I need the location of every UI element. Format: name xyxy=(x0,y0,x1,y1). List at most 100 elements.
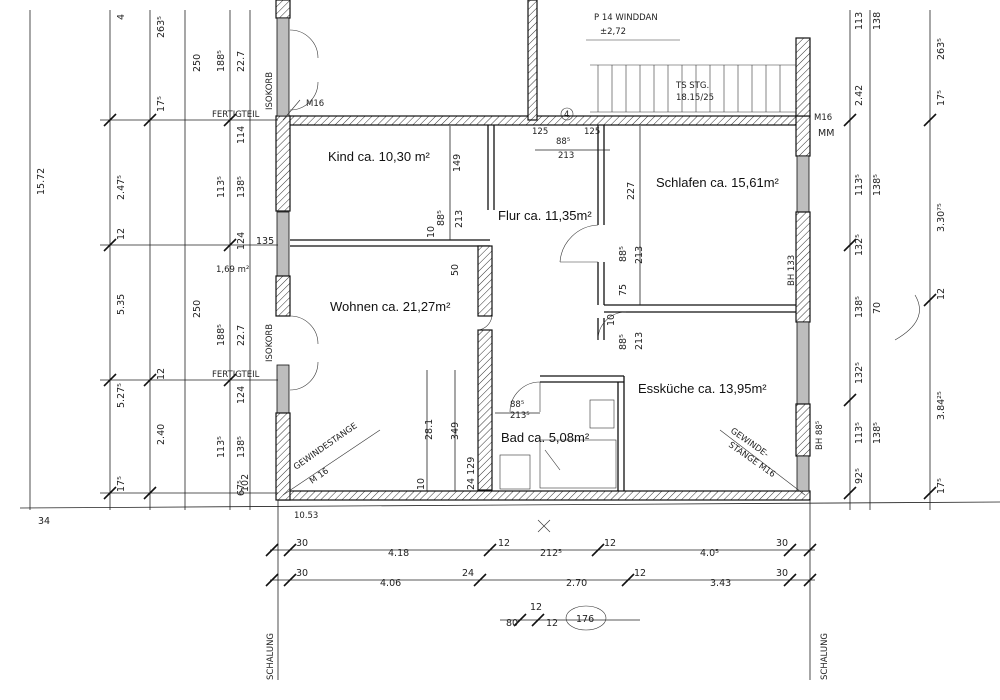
dim-label: 10 xyxy=(416,478,427,490)
dim-label: 88⁵ xyxy=(618,334,629,350)
dim-label: 88⁵ xyxy=(556,137,570,147)
dim-label: 50 xyxy=(450,264,461,276)
dim-label: 125 xyxy=(532,127,548,137)
room-labels: Kind ca. 10,30 m² Schlafen ca. 15,61m² F… xyxy=(328,149,780,445)
dim-label: 212⁵ xyxy=(540,548,562,559)
dim-label: 17⁵ xyxy=(936,478,947,494)
room-label-schlafen: Schlafen ca. 15,61m² xyxy=(656,175,780,190)
doors xyxy=(289,29,627,413)
note-bath-dims2: 213⁵ xyxy=(510,411,530,421)
dim-label: 213 xyxy=(634,246,645,264)
dim-label: 17⁵ xyxy=(116,476,127,492)
dim-label: 213 xyxy=(634,332,645,350)
dim-label: 149 xyxy=(452,154,463,172)
dim-label: 263⁵ xyxy=(936,38,947,60)
right-dimension-text: 113 138 263⁵ 2.42 17⁵ 113⁵ 138⁵ 132⁵ 3.3… xyxy=(854,12,947,494)
note-m16-top-right: M16 xyxy=(814,113,832,123)
window-right-kueche xyxy=(796,321,810,405)
dim-label: 4.06 xyxy=(380,578,401,589)
dimension-circle-176 xyxy=(565,605,607,631)
dim-label: 67⁵ xyxy=(236,480,247,496)
dim-label: 4.0⁵ xyxy=(700,548,719,559)
dim-label: 113⁵ xyxy=(854,422,865,444)
dim-label: 2.40 xyxy=(156,424,167,445)
dim-label: 10 xyxy=(606,314,617,326)
note-isokorb-top: ISOKORB xyxy=(265,72,275,110)
note-signature: MM xyxy=(818,128,834,139)
dim-label: 3.43 xyxy=(710,578,731,589)
staircase xyxy=(586,39,796,113)
dim-label: 75 xyxy=(618,284,629,296)
anchor-lines xyxy=(282,99,806,496)
note-stair-1: TS STG. xyxy=(675,81,709,91)
dim-label: 12 xyxy=(936,288,947,300)
dim-label: 80 xyxy=(506,618,518,629)
dim-label: 70 xyxy=(872,302,883,314)
bath-fixtures xyxy=(499,399,617,490)
dim-label: 213 xyxy=(454,210,465,228)
dim-label: 30 xyxy=(296,538,308,549)
note-m16-top-left: M16 xyxy=(306,99,324,109)
bottom-dimension-lines xyxy=(265,500,817,680)
note-circle-number: 4 xyxy=(564,110,569,120)
dim-label: 4 xyxy=(116,14,127,20)
dim-label: 188⁵ xyxy=(216,324,227,346)
dim-label: 102 xyxy=(240,474,251,492)
dim-label: 113 xyxy=(854,12,865,30)
note-schalung-left: SCHALUNG xyxy=(266,633,276,680)
note-m16-bottom-left: M 16 xyxy=(308,466,331,486)
note-stair-2: 18.15/25 xyxy=(676,93,714,103)
dim-label: 188⁵ xyxy=(216,50,227,72)
note-top-2: ±2,72 xyxy=(600,27,626,37)
note-fertigteil-top: FERTIGTEIL xyxy=(212,110,260,120)
dim-label: 10 xyxy=(426,226,437,238)
dim-label: 113⁵ xyxy=(854,174,865,196)
dim-label: 250 xyxy=(192,54,203,72)
note-fertigteil-mid: FERTIGTEIL xyxy=(212,370,260,380)
dim-label: 15.72 xyxy=(36,168,47,195)
dim-label: 88⁵ xyxy=(618,246,629,262)
dim-label: 250 xyxy=(192,300,203,318)
dim-label: 12 xyxy=(156,368,167,380)
dim-label: 17⁵ xyxy=(936,90,947,106)
interior-walls xyxy=(290,125,796,491)
dim-label: 176 xyxy=(576,614,594,625)
note-gewindestange-left: GEWINDESTANGE xyxy=(292,421,359,472)
dim-label: 24 129 xyxy=(466,457,477,490)
interior-dimension-text: 149 88⁵ 213 10 50 227 88⁵ 213 75 10 88⁵ … xyxy=(38,127,645,527)
dim-label: 22.7 xyxy=(236,51,247,72)
note-top-1: P 14 WINDDAN xyxy=(594,13,658,23)
dim-label: 30 xyxy=(296,568,308,579)
room-label-esskueche: Essküche ca. 13,95m² xyxy=(638,381,767,396)
dim-label: 132⁵ xyxy=(854,234,865,256)
note-bh885: BH 88⁵ xyxy=(815,421,825,450)
window-right-schlafen xyxy=(796,155,810,213)
dim-label: 263⁵ xyxy=(156,16,167,38)
note-bath-dims: 88⁵ xyxy=(510,400,524,410)
dim-label: 138⁵ xyxy=(236,436,247,458)
dim-label: 138⁵ xyxy=(854,296,865,318)
window-left-kind xyxy=(276,211,290,277)
dim-label: 34 xyxy=(38,516,50,527)
dim-label: 28.1 xyxy=(424,419,435,440)
bottom-dimension-text: 30 4.18 12 212⁵ 12 4.0⁵ 30 30 4.06 24 2.… xyxy=(296,538,788,629)
dim-label: 17⁵ xyxy=(156,96,167,112)
dim-label: 113⁵ xyxy=(216,176,227,198)
dim-label: 138⁵ xyxy=(872,174,883,196)
dim-label: 30 xyxy=(776,538,788,549)
room-label-kind: Kind ca. 10,30 m² xyxy=(328,149,431,164)
dim-label: 4.18 xyxy=(388,548,409,559)
dim-label: 135 xyxy=(256,236,274,247)
dim-label: 12 xyxy=(546,618,558,629)
dim-label: 114 xyxy=(236,126,247,144)
dim-label: 213 xyxy=(558,151,574,161)
dim-label: 24 xyxy=(462,568,474,579)
dim-label: 227 xyxy=(626,182,637,200)
dim-label: 5.35 xyxy=(116,294,127,315)
dim-label: 10.53 xyxy=(294,511,318,521)
left-wall-segment xyxy=(275,115,291,212)
dim-label: 138⁵ xyxy=(872,422,883,444)
dim-label: 125 xyxy=(584,127,600,137)
note-area-small: 1,69 m² xyxy=(216,265,249,275)
dim-label: 30 xyxy=(776,568,788,579)
